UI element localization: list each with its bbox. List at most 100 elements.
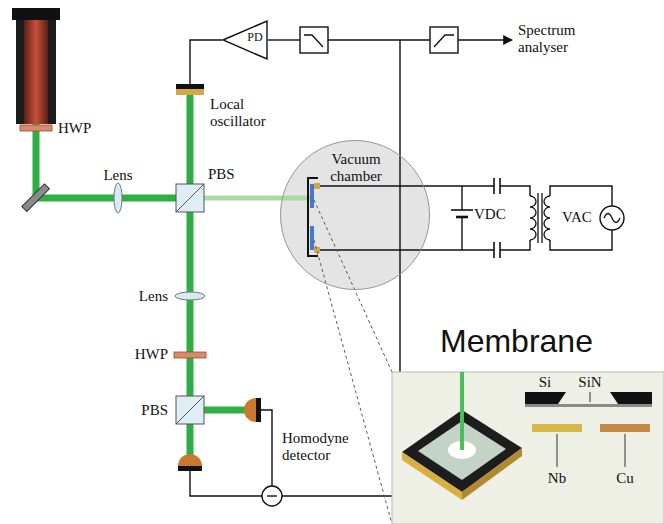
photodiode <box>256 398 261 422</box>
node-label: Vacuum chamber <box>311 151 401 184</box>
drive-wire <box>550 230 612 250</box>
membrane-holder <box>308 178 320 256</box>
mirror <box>22 184 50 212</box>
material-label: Nb <box>548 470 566 487</box>
photodiode <box>178 454 202 471</box>
optic-label: Lens <box>103 167 132 184</box>
capacitor <box>499 242 501 258</box>
low-pass-filter <box>300 27 328 53</box>
membrane-holder <box>308 178 318 256</box>
vacuum-chamber: Vacuum chamber <box>280 140 430 290</box>
subtractor <box>262 486 282 506</box>
half-wave-plate <box>20 125 52 131</box>
signal-wire <box>261 410 272 486</box>
cross-section <box>525 392 566 404</box>
signal-wire <box>190 40 512 496</box>
membrane-inset: Membrane <box>400 318 664 370</box>
material-label: Cu <box>616 470 634 487</box>
node-label: PD <box>244 31 266 44</box>
optic-label: Lens <box>139 288 168 305</box>
drive-wire <box>461 186 462 210</box>
drive-wire <box>500 186 530 196</box>
laser <box>16 20 56 124</box>
optic-label: HWP <box>58 120 91 137</box>
photodiode <box>244 398 261 422</box>
low-pass-filter <box>300 27 328 53</box>
local-oscillator-detector <box>176 89 204 95</box>
ac-source <box>604 214 620 223</box>
transformer <box>541 193 542 243</box>
laser-beam <box>36 95 252 460</box>
optic-label: PBS <box>208 166 235 183</box>
battery <box>456 216 468 219</box>
membrane-holder <box>310 184 314 208</box>
source-label: VAC <box>562 209 592 226</box>
photodiode <box>178 454 202 466</box>
optic-label: PBS <box>141 402 168 419</box>
cross-section <box>557 434 558 467</box>
membrane-chip <box>402 372 522 500</box>
beam-splitter <box>176 396 204 424</box>
probe-beam <box>204 196 312 201</box>
laser-beam <box>36 95 190 198</box>
transformer <box>544 196 550 240</box>
ac-source <box>600 206 624 230</box>
capacitor <box>499 178 501 194</box>
membrane-chip <box>460 372 464 450</box>
membrane-holder <box>310 226 314 250</box>
transformer <box>537 193 538 243</box>
local-oscillator-detector <box>176 84 204 89</box>
photodiode <box>178 466 202 471</box>
laser <box>12 8 60 124</box>
high-pass-filter <box>430 27 458 53</box>
high-pass-filter <box>430 27 458 53</box>
signal-wire <box>458 39 512 40</box>
laser <box>12 8 60 20</box>
signal-wire <box>268 39 300 40</box>
amplifier-triangle: PD <box>222 20 268 60</box>
cross-section <box>590 392 591 402</box>
drive-wire <box>320 186 612 250</box>
ac-source <box>600 206 624 230</box>
transformer <box>530 193 550 243</box>
high-pass-filter <box>434 35 454 47</box>
zoom-line <box>314 240 392 524</box>
cross-section <box>532 424 582 432</box>
material-label: Si <box>539 374 552 391</box>
membrane-holder <box>314 183 320 189</box>
half-wave-plate <box>174 352 206 358</box>
beam-splitter <box>176 184 204 212</box>
chamber-ground <box>280 140 430 290</box>
drive-wire <box>320 185 494 186</box>
inset-heading: Membrane <box>440 324 593 359</box>
detector-label: Homodyne detector <box>282 430 362 464</box>
zoom-line <box>314 200 392 372</box>
membrane-chip <box>402 452 462 500</box>
battery <box>451 210 473 217</box>
cross-section <box>625 434 626 467</box>
beam-splitter <box>176 396 204 424</box>
laser <box>24 20 48 124</box>
zoom-line <box>314 200 392 524</box>
beam-splitter <box>176 184 204 212</box>
drive-wire <box>550 186 612 206</box>
transformer <box>530 196 536 240</box>
drive-wire <box>461 217 462 250</box>
signal-wire <box>282 40 400 496</box>
optic-label: Local oscillator <box>210 96 285 130</box>
signal-wire <box>190 471 262 496</box>
instrument-label: Spectrum analyser <box>518 22 608 56</box>
lens <box>114 183 122 213</box>
material-label: SiN <box>578 374 601 391</box>
capacitor <box>493 178 495 194</box>
optic-label: HWP <box>135 346 168 363</box>
source-label: VDC <box>474 206 506 223</box>
photodiode <box>244 398 256 422</box>
cross-section <box>610 392 652 404</box>
signal-wire <box>328 39 430 40</box>
drive-wire <box>500 240 530 250</box>
drive-wire <box>320 249 494 250</box>
lens <box>175 292 205 300</box>
cross-section <box>600 424 650 432</box>
